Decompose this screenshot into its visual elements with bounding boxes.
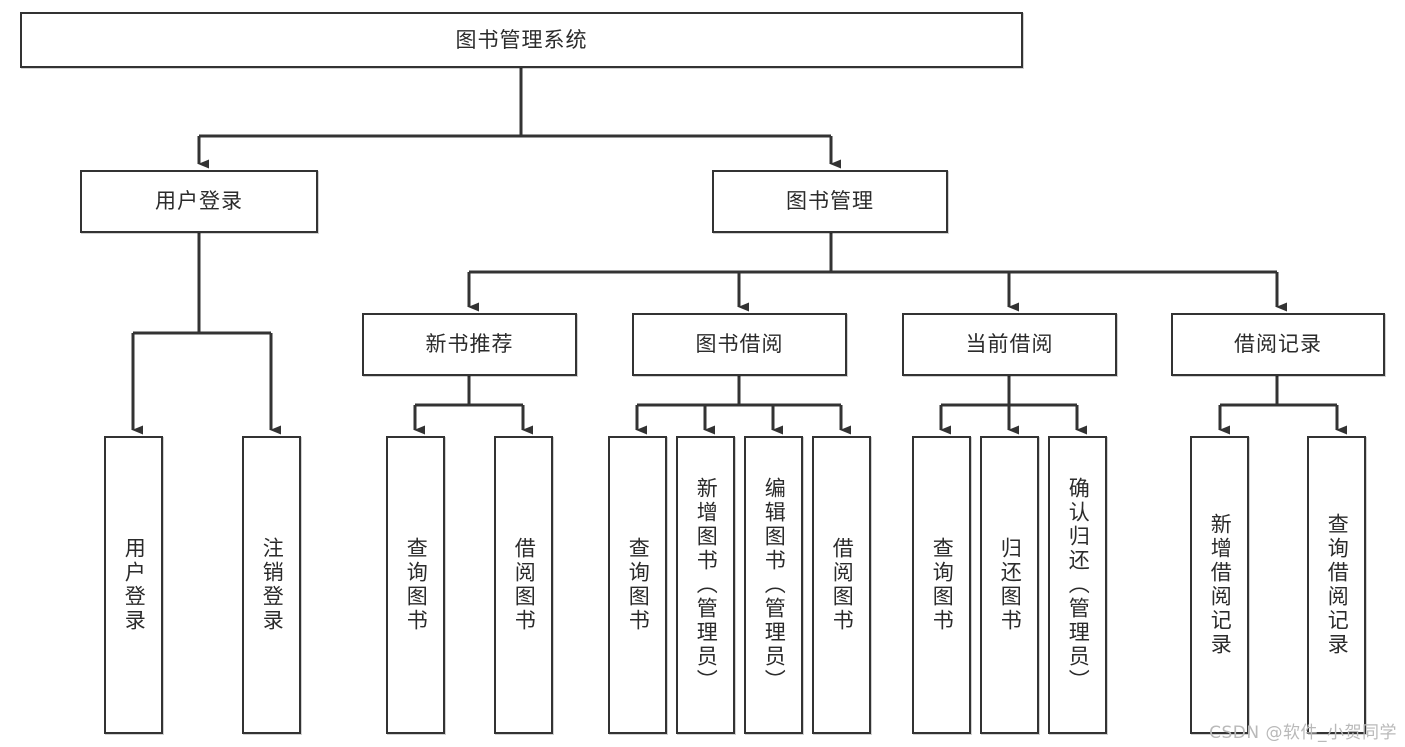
node-label: 注销登录 [260,537,285,633]
node-new-book-recommend[interactable]: 新书推荐 [362,313,577,376]
node-label: 归还图书 [998,537,1023,633]
node-user-login[interactable]: 用户登录 [80,170,318,233]
leaf-add-book-admin[interactable]: 新增图书（管理员） [676,436,735,734]
leaf-return-book[interactable]: 归还图书 [980,436,1039,734]
node-label: 查询图书 [930,537,955,633]
node-label: 新增图书（管理员） [694,477,719,693]
leaf-edit-book-admin[interactable]: 编辑图书（管理员） [744,436,803,734]
node-label: 查询图书 [626,537,651,633]
node-book-manage[interactable]: 图书管理 [712,170,948,233]
node-label: 借阅图书 [830,537,855,633]
leaf-query-borrow-record[interactable]: 查询借阅记录 [1307,436,1366,734]
node-borrow-record[interactable]: 借阅记录 [1171,313,1385,376]
leaf-borrow-book[interactable]: 借阅图书 [812,436,871,734]
leaf-query-book-borrow[interactable]: 查询图书 [608,436,667,734]
node-label: 当前借阅 [965,332,1054,357]
leaf-confirm-return-admin[interactable]: 确认归还（管理员） [1048,436,1107,734]
node-label: 编辑图书（管理员） [762,477,787,693]
leaf-query-book-recommend[interactable]: 查询图书 [386,436,445,734]
node-label: 借阅图书 [512,537,537,633]
node-label: 查询图书 [404,537,429,633]
node-label: 图书管理系统 [455,27,588,52]
leaf-query-book-current[interactable]: 查询图书 [912,436,971,734]
node-current-borrow[interactable]: 当前借阅 [902,313,1117,376]
node-label: 新书推荐 [425,332,514,357]
node-root-system[interactable]: 图书管理系统 [20,12,1023,68]
leaf-logout-login[interactable]: 注销登录 [242,436,301,734]
leaf-borrow-book-recommend[interactable]: 借阅图书 [494,436,553,734]
node-label: 借阅记录 [1234,332,1322,357]
node-label: 确认归还（管理员） [1066,477,1091,693]
node-label: 用户登录 [155,189,243,214]
node-label: 图书借阅 [695,332,784,357]
node-label: 图书管理 [786,189,874,214]
node-book-borrow[interactable]: 图书借阅 [632,313,847,376]
leaf-user-login[interactable]: 用户登录 [104,436,163,734]
leaf-add-borrow-record[interactable]: 新增借阅记录 [1190,436,1249,734]
node-label: 新增借阅记录 [1208,513,1233,657]
csdn-watermark: CSDN @软件_小贺同学 [1209,723,1397,743]
node-label: 查询借阅记录 [1325,513,1350,657]
node-label: 用户登录 [122,537,147,633]
